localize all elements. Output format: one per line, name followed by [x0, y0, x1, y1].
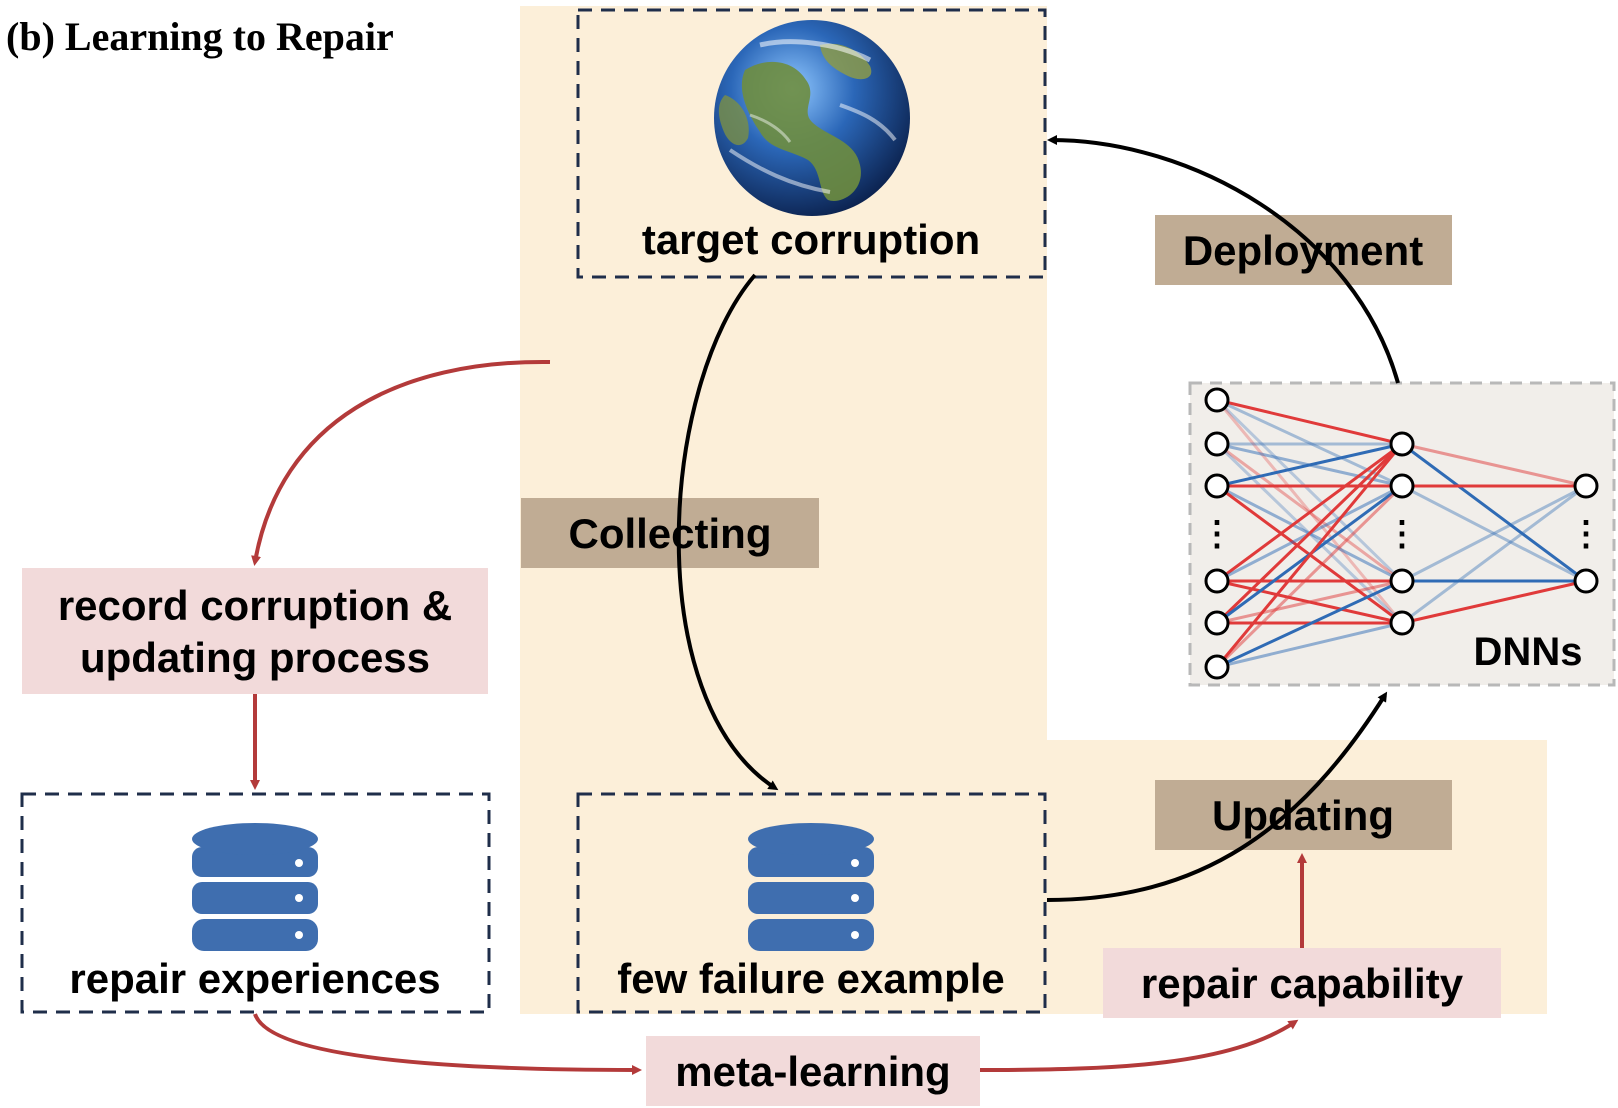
dnn-edge — [1216, 442, 1403, 488]
svg-text:⋮: ⋮ — [1385, 515, 1419, 553]
dnn-neuron — [1573, 568, 1599, 594]
dnn-edge — [1401, 442, 1587, 583]
dnn-neuron — [1204, 568, 1230, 594]
dnn-edge — [1215, 442, 1404, 625]
deployment-arrow — [1047, 135, 1400, 384]
target-corruption-label: target corruption — [642, 216, 980, 263]
dnn-label: DNNs — [1474, 630, 1583, 674]
dnn-edge — [1215, 398, 1404, 583]
repair-capability-box — [1103, 948, 1501, 1018]
repair-capability-label: repair capability — [1141, 960, 1464, 1007]
record-process-line1: record corruption & — [58, 582, 452, 629]
updating-label-box — [1155, 780, 1452, 850]
page-title: (b) Learning to Repair — [6, 14, 394, 59]
updating-arrow — [1046, 691, 1388, 902]
svg-text:⋮: ⋮ — [1200, 515, 1234, 553]
dnn-edge — [1401, 484, 1587, 625]
database-icon — [192, 823, 318, 951]
collecting-label-box — [521, 498, 819, 568]
dnn-neuron — [1204, 431, 1230, 457]
globe-icon — [714, 20, 910, 216]
repair-experiences-label: repair experiences — [69, 955, 440, 1002]
database-icon — [748, 823, 874, 951]
svg-text:⋮: ⋮ — [1569, 515, 1603, 553]
dnn-network: ⋮ ⋮ ⋮ DNNs — [1188, 381, 1616, 687]
meta-learning-box — [646, 1036, 980, 1106]
dnn-neuron — [1389, 473, 1415, 499]
collecting-arrow — [676, 273, 779, 791]
dnn-edge — [1401, 484, 1587, 583]
dnn-neuron — [1573, 473, 1599, 499]
dnn-edge — [1215, 443, 1404, 668]
deployment-label-box — [1155, 215, 1452, 285]
dnn-edge — [1215, 484, 1404, 669]
record-process-box — [22, 568, 488, 694]
target-corruption-box — [576, 8, 1047, 279]
repair-experiences-box — [20, 792, 491, 1014]
dnn-edge — [1216, 442, 1403, 583]
dnn-edge — [1216, 621, 1403, 669]
failure-example-label: few failure example — [617, 955, 1005, 1002]
record-process-line2: updating process — [80, 634, 430, 681]
meta-input-arrow — [253, 1013, 642, 1075]
dnn-edge — [1401, 484, 1587, 583]
meta-output-arrow — [979, 1019, 1299, 1072]
dnn-edge — [1216, 579, 1403, 669]
meta-learning-label: meta-learning — [675, 1048, 950, 1095]
dnn-edge — [1216, 398, 1403, 488]
dnn-neuron — [1389, 610, 1415, 636]
dnn-neuron — [1389, 568, 1415, 594]
failure-example-box — [576, 792, 1047, 1014]
record-arrow — [251, 359, 551, 566]
dnn-edge — [1216, 398, 1403, 446]
dnn-neuron — [1204, 654, 1230, 680]
dnn-neuron — [1204, 473, 1230, 499]
dnn-neuron — [1204, 610, 1230, 636]
dnn-neuron — [1204, 387, 1230, 413]
dnn-edge — [1401, 442, 1587, 488]
collecting-label: Collecting — [568, 510, 771, 557]
dnn-edge — [1401, 579, 1587, 625]
dnn-neuron — [1389, 431, 1415, 457]
dnn-edge — [1216, 579, 1403, 625]
